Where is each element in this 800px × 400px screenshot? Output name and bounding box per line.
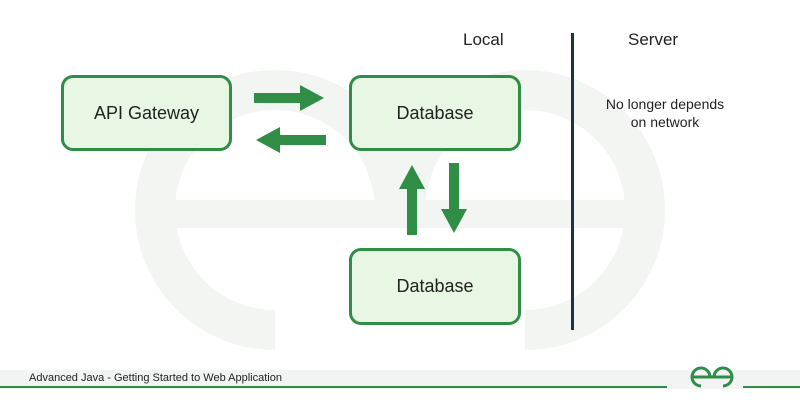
- footer-rule-left: [0, 386, 667, 388]
- local-database-node: Database: [349, 75, 521, 151]
- footer-bar: [0, 370, 800, 389]
- arrow-up-icon: [399, 165, 425, 235]
- api-gateway-node: API Gateway: [61, 75, 232, 151]
- arrow-right-icon: [254, 85, 324, 111]
- geeksforgeeks-logo-icon: [690, 366, 734, 388]
- local-database-label: Database: [396, 102, 474, 123]
- server-note-line-1: No longer depends: [605, 96, 725, 112]
- server-note: No longer depends on network: [590, 95, 740, 131]
- footer-rule-right: [743, 386, 800, 388]
- footer-caption: Advanced Java - Getting Started to Web A…: [29, 372, 282, 384]
- local-heading: Local: [463, 30, 504, 49]
- server-database-node: Database: [349, 248, 521, 325]
- server-database-label: Database: [396, 276, 474, 296]
- local-server-divider: [571, 33, 574, 330]
- arrow-down-icon: [441, 163, 467, 233]
- server-note-line-2: on network: [630, 114, 700, 130]
- api-gateway-label: API Gateway: [93, 102, 200, 123]
- server-heading: Server: [628, 30, 679, 49]
- arrow-left-icon: [256, 127, 326, 153]
